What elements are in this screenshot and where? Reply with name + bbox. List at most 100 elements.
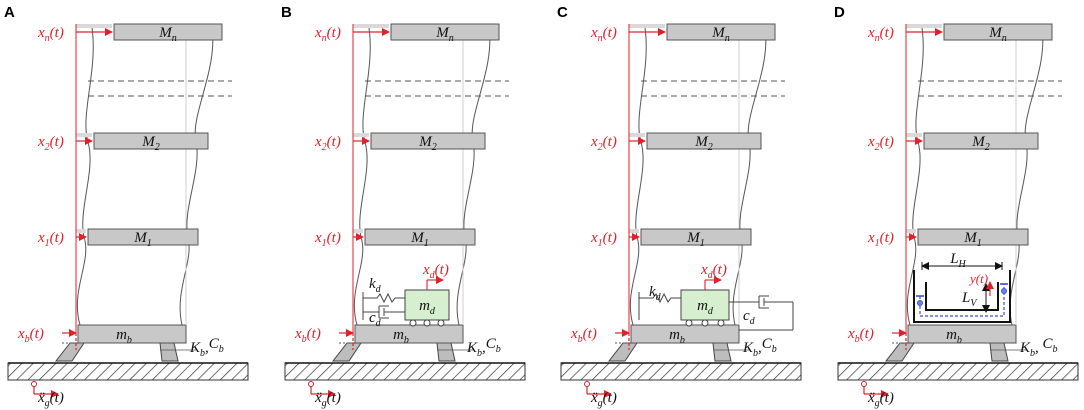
isolator-label-C_sub: b	[219, 344, 224, 355]
damper-disp-label-sub: d	[708, 270, 714, 281]
damper-mass-label-sub: d	[430, 306, 436, 317]
ground-motion-dot	[31, 381, 37, 387]
base-disp-label-sub: b	[302, 334, 307, 345]
damper-wheel-1	[685, 319, 693, 327]
dashpot-label-main: c	[369, 310, 376, 326]
floor-2-slab	[923, 132, 1039, 150]
floor-1-disp-label-sub: 1	[598, 238, 603, 249]
floor-2-slab	[93, 132, 209, 150]
base-mass-label-sub: b	[404, 335, 409, 346]
floor-n-mass-label: Mn	[711, 25, 730, 44]
floor-n-mass-label-sub: n	[725, 33, 730, 44]
damper-disp-label: xd(t)	[700, 262, 727, 281]
ground-motion-dot	[861, 381, 867, 387]
floor-n-disp-label-sub: n	[322, 33, 327, 44]
floor-2-mass-label-main: M	[418, 134, 433, 150]
floor-n-disp-label-sub: n	[875, 33, 880, 44]
floor-n-disp-label-tail: (t)	[603, 25, 617, 41]
isolator-label-C_sub: b	[772, 344, 777, 355]
floor-1-mass-label-sub: 1	[977, 238, 982, 249]
floor-1-slab	[364, 228, 476, 246]
floor-1-disp-shade	[353, 229, 363, 233]
floor-n-slab	[390, 23, 500, 41]
isolator-label: Kb,Cb	[189, 336, 224, 359]
ground-acceleration-label: ẍg(t)	[37, 390, 64, 409]
floor-1-disp-label-main: x	[37, 230, 45, 246]
isolator-right	[159, 342, 179, 362]
base-disp-label-sub: b	[578, 334, 583, 345]
ground-acceleration-label-sub: g	[875, 398, 880, 409]
tlcd-tube-inner	[925, 282, 999, 311]
floor-1-mass-label: M1	[686, 230, 705, 249]
isolator-right	[712, 342, 732, 362]
ground-acceleration-label: ẍg(t)	[867, 390, 894, 409]
floor-n-slab	[113, 23, 223, 41]
floor-1-disp-label-tail: (t)	[603, 230, 617, 246]
spring-label-main: k	[649, 284, 656, 300]
panel-b: Bẍg(t)Kb,CbmbM1x1(t)M2x2(t)Mnxn(t)xb(t)m…	[281, 4, 526, 409]
isolator-left	[884, 342, 915, 362]
floor-n-disp-label: xn(t)	[590, 25, 617, 44]
isolator-left	[607, 342, 638, 362]
isolator-label-C_sub: b	[496, 344, 501, 355]
isolator-label-K_sub: b	[753, 348, 758, 359]
floor-2-mass-label: M2	[418, 134, 437, 153]
floor-1-mass-label-main: M	[686, 230, 701, 246]
panel-letter: A	[4, 4, 15, 21]
base-slab	[354, 324, 464, 344]
base-disp-label-sub: b	[25, 334, 30, 345]
floor-n-disp-label-tail: (t)	[327, 25, 341, 41]
panels-layer: Aẍg(t)Kb,CbmbM1x1(t)M2x2(t)Mnxn(t)xb(t)B…	[4, 4, 1079, 409]
floor-2-disp-label: x2(t)	[867, 134, 894, 153]
floor-1-disp-label: x1(t)	[37, 230, 64, 249]
damper-disp-label-main: x	[700, 262, 708, 278]
floor-n-disp-label-sub: n	[45, 33, 50, 44]
base-disp-label-tail: (t)	[860, 326, 874, 342]
floor-2-mass-label: M2	[971, 134, 990, 153]
dashpot-label: cd	[743, 308, 756, 327]
column-right	[456, 27, 491, 326]
isolator-label-sep: ,	[1035, 340, 1043, 356]
isolator-left	[331, 342, 362, 362]
base-disp-label-sub: b	[855, 334, 860, 345]
isolator-label-K_sub: b	[477, 348, 482, 359]
base-mass-label-main: m	[116, 327, 127, 343]
base-mass-label-sub: b	[957, 335, 962, 346]
ground	[284, 362, 526, 381]
ground-acceleration-label-main: ẍ	[37, 390, 45, 406]
damper-disp-label-sub: d	[430, 270, 436, 281]
panel-d: Dẍg(t)Kb, CbmbM1x1(t)M2x2(t)Mnxn(t)xb(t)…	[834, 4, 1079, 409]
floor-n-disp-label-main: x	[314, 25, 322, 41]
tlcd-tube-outer	[913, 270, 1011, 323]
floor-n-mass-label: Mn	[158, 25, 177, 44]
base-slab	[907, 324, 1017, 344]
panel-letter: B	[281, 4, 292, 21]
floor-n-mass-label-main: M	[988, 25, 1003, 41]
floor-n-mass-label: Mn	[435, 25, 454, 44]
base-mass-label-main: m	[669, 327, 680, 343]
damper-mass-label-main: m	[419, 298, 430, 314]
floor-2-mass-label-sub: 2	[708, 142, 713, 153]
ground-motion-dot	[308, 381, 314, 387]
isolator-label-C: C	[486, 336, 497, 352]
floor-1-disp-label: x1(t)	[590, 230, 617, 249]
floor-1-mass-label-main: M	[963, 230, 978, 246]
isolator-right	[436, 342, 456, 362]
floor-1-disp-shade	[629, 229, 639, 233]
floor-n-mass-label-main: M	[158, 25, 173, 41]
floor-1-mass-label-sub: 1	[700, 238, 705, 249]
floor-n-disp-shade	[353, 24, 389, 28]
floor-2-disp-label-main: x	[867, 134, 875, 150]
floor-1-disp-shade	[76, 229, 86, 233]
damper-wheel-3	[717, 319, 725, 327]
floor-2-disp-label-tail: (t)	[327, 134, 341, 150]
base-disp-label-main: x	[294, 326, 302, 342]
base-mass-label: mb	[393, 327, 409, 346]
base-slab	[630, 324, 740, 344]
floor-1-disp-label-sub: 1	[45, 238, 50, 249]
floor-2-slab	[646, 132, 762, 150]
base-disp-label-tail: (t)	[307, 326, 321, 342]
floor-1-mass-label: M1	[410, 230, 429, 249]
floor-2-disp-label-sub: 2	[598, 142, 603, 153]
